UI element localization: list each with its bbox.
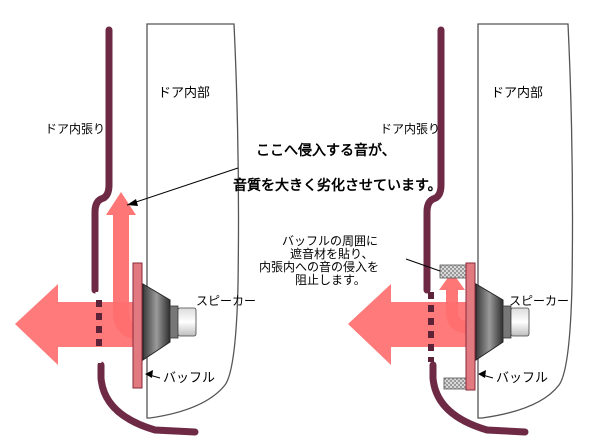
right-blocked-arrow [439,272,472,334]
right-note-line4: 阻止します。 [295,273,366,287]
left-panel: ドア内部 ドア内張り ここへ侵入する音が、 音質を大きく劣化させています。 スピ… [15,23,442,436]
left-door-trim [91,26,113,294]
left-leak-arrow [106,192,140,340]
right-speaker [475,283,530,361]
right-note-line1: バッフルの周囲に [282,234,378,248]
right-door-inner-panel [477,23,574,419]
right-speaker-label: スピーカー [509,294,569,308]
right-door-trim-lower [429,361,529,436]
right-insulation-bottom [443,377,468,390]
right-note-line2: 遮音材を貼り、 [290,246,374,261]
left-note-pointer [126,167,239,206]
left-note-line1: ここへ侵入する音が、 [256,142,396,159]
right-baffle [465,262,476,391]
left-door-inner-label: ドア内部 [158,85,210,101]
left-baffle-label: バッフル [163,371,215,386]
left-speaker [142,283,197,361]
left-door-trim-label: ドア内張り [45,122,105,136]
left-baffle [132,262,143,389]
right-insulation-top [439,264,468,279]
right-sound-arrow [348,284,472,365]
right-note-line3: 内張内への音の侵入を [259,259,379,274]
left-sound-arrow [15,284,140,365]
left-door-trim-lower [97,361,199,436]
right-door-inner-label: ドア内部 [491,85,543,101]
right-baffle-label: バッフル [496,371,548,386]
right-panel: ドア内部 ドア内張り バッフルの周囲に 遮音材を貼り、 内張内への音の侵入を 阻… [259,23,574,436]
left-door-inner-panel [146,23,240,419]
right-door-trim-label: ドア内張り [380,122,440,136]
right-note-pointer [405,258,441,272]
left-note-line2: 音質を大きく劣化させています。 [233,177,442,194]
right-door-trim [423,26,445,294]
left-speaker-label: スピーカー [196,294,256,308]
